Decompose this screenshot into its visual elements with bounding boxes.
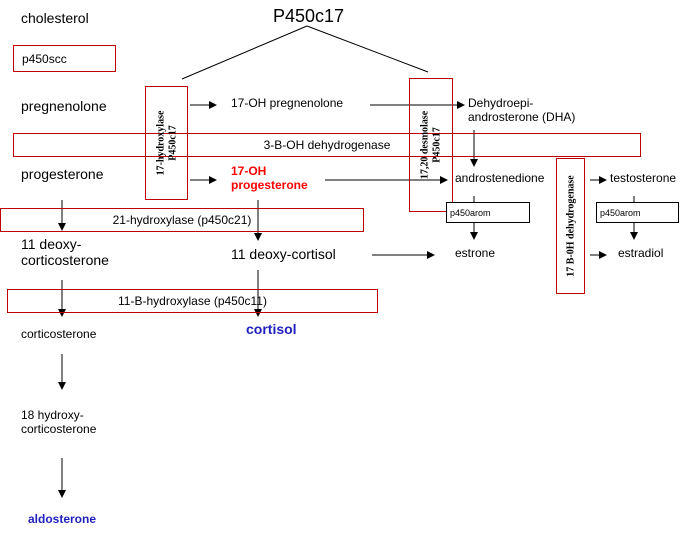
compound-11-deoxycorticosterone-line1: 11 deoxy- bbox=[21, 236, 82, 252]
p450c17-link-right bbox=[306, 25, 429, 73]
enzyme-11b-hydroxylase-box: 11-B-hydroxylase (p450c11) bbox=[7, 289, 378, 313]
compound-pregnenolone: pregnenolone bbox=[21, 98, 107, 114]
enzyme-21-hydroxylase-box: 21-hydroxylase (p450c21) bbox=[0, 208, 364, 232]
compound-18-hydroxycorticosterone-line1: 18 hydroxy- bbox=[21, 408, 84, 422]
enzyme-p450arom-label-1: p450arom bbox=[450, 207, 491, 218]
compound-17oh-progesterone: 17-OH progesterone bbox=[231, 164, 308, 193]
compound-dha-line1: Dehydroepi- bbox=[468, 96, 534, 110]
compound-androstenedione: androstenedione bbox=[455, 171, 545, 185]
p450c17-link-left bbox=[181, 25, 308, 80]
enzyme-17-hydroxylase-line1: 17-hydroxylase bbox=[155, 110, 166, 176]
compound-progesterone: progesterone bbox=[21, 166, 104, 182]
enzyme-17-hydroxylase-label: 17-hydroxylase P450c17 bbox=[155, 111, 178, 176]
enzyme-17b-oh-dehydrogenase-line: 17 B-0H dehydrogenase bbox=[564, 175, 576, 277]
enzyme-p450scc-box: p450scc bbox=[13, 45, 116, 72]
compound-17oh-progesterone-line1: 17-OH bbox=[231, 164, 267, 178]
compound-11-deoxycorticosterone-line2: corticosterone bbox=[21, 252, 109, 269]
enzyme-17-hydroxylase-box: 17-hydroxylase P450c17 bbox=[145, 86, 188, 200]
compound-cortisol: cortisol bbox=[246, 321, 297, 337]
enzyme-17-20-desmolase-line1: 17,20 desmolase bbox=[419, 110, 431, 180]
compound-aldosterone: aldosterone bbox=[28, 512, 97, 526]
compound-11-deoxycortisol: 11 deoxy-cortisol bbox=[231, 246, 336, 262]
compound-18-hydroxycorticosterone: 18 hydroxy- corticosterone bbox=[21, 408, 97, 437]
compound-18-hydroxycorticosterone-line2: corticosterone bbox=[21, 421, 97, 436]
compound-estradiol: estradiol bbox=[618, 246, 664, 260]
enzyme-p450arom-label-2: p450arom bbox=[600, 207, 641, 218]
enzyme-17-20-desmolase-line2: P450c17 bbox=[431, 127, 442, 163]
enzyme-3b-oh-dehydrogenase-label: 3-B-OH dehydrogenase bbox=[263, 138, 391, 152]
enzyme-17-20-desmolase-label: 17,20 desmolase P450c17 bbox=[420, 111, 443, 179]
enzyme-17-20-desmolase-box: 17,20 desmolase P450c17 bbox=[409, 78, 453, 212]
compound-11-deoxycorticosterone: 11 deoxy- corticosterone bbox=[21, 236, 109, 268]
enzyme-11b-hydroxylase-label: 11-B-hydroxylase (p450c11) bbox=[118, 294, 267, 308]
compound-dha-line2: androsterone (DHA) bbox=[468, 109, 576, 124]
enzyme-3b-oh-dehydrogenase-box: 3-B-OH dehydrogenase bbox=[13, 133, 641, 157]
diagram-title: P450c17 bbox=[273, 6, 345, 26]
enzyme-17b-oh-dehydrogenase-box: 17 B-0H dehydrogenase bbox=[556, 158, 585, 294]
enzyme-p450arom-box-2: p450arom bbox=[596, 202, 679, 223]
enzyme-21-hydroxylase-label: 21-hydroxylase (p450c21) bbox=[112, 213, 252, 227]
enzyme-17-hydroxylase-line2: P450c17 bbox=[166, 125, 178, 161]
compound-estrone: estrone bbox=[455, 246, 496, 260]
compound-testosterone: testosterone bbox=[610, 171, 677, 185]
compound-dha: Dehydroepi- androsterone (DHA) bbox=[468, 96, 576, 125]
enzyme-p450scc-label: p450scc bbox=[22, 51, 67, 66]
compound-cholesterol: cholesterol bbox=[21, 10, 89, 26]
enzyme-17b-oh-dehydrogenase-label: 17 B-0H dehydrogenase bbox=[565, 175, 577, 277]
compound-17oh-progesterone-line2: progesterone bbox=[231, 177, 308, 192]
compound-17oh-pregnenolone: 17-OH pregnenolone bbox=[231, 96, 344, 110]
compound-corticosterone: corticosterone bbox=[21, 327, 97, 341]
enzyme-p450arom-box-1: p450arom bbox=[446, 202, 530, 223]
